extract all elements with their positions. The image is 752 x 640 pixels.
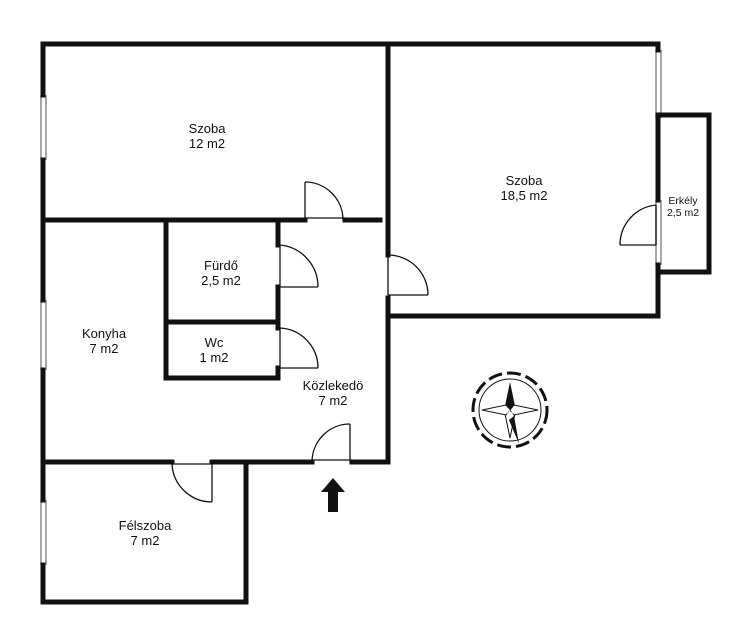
compass-rose-icon: N xyxy=(471,371,549,449)
doors xyxy=(171,181,657,503)
room-name-felszoba: Félszoba xyxy=(119,518,173,533)
door-szoba-1[interactable] xyxy=(304,181,345,221)
room-labels: Szoba 12 m2 Szoba 18,5 m2 Erkély 2,5 m2 … xyxy=(82,121,699,548)
room-name-kozlekedo: Közlekedö xyxy=(303,378,364,393)
room-area-wc: 1 m2 xyxy=(200,350,229,365)
door-entrance[interactable] xyxy=(311,423,352,463)
room-area-furdo: 2,5 m2 xyxy=(201,273,241,288)
door-szoba-2[interactable] xyxy=(387,254,429,296)
door-wc[interactable] xyxy=(279,327,319,369)
compass-north-label: N xyxy=(507,407,514,417)
windows xyxy=(40,50,662,565)
room-name-wc: Wc xyxy=(205,335,224,350)
room-name-konyha: Konyha xyxy=(82,326,127,341)
door-felszoba[interactable] xyxy=(171,463,213,503)
room-area-felszoba: 7 m2 xyxy=(131,533,160,548)
room-area-kozlekedo: 7 m2 xyxy=(319,393,348,408)
room-area-szoba-1: 12 m2 xyxy=(189,136,225,151)
entrance-arrow-icon xyxy=(321,478,345,512)
room-area-erkely: 2,5 m2 xyxy=(667,207,699,219)
room-name-erkely: Erkély xyxy=(668,195,698,207)
room-area-konyha: 7 m2 xyxy=(90,341,119,356)
room-name-furdo: Fürdő xyxy=(204,258,238,273)
room-area-szoba-2: 18,5 m2 xyxy=(501,188,548,203)
door-furdo[interactable] xyxy=(279,244,319,288)
room-name-szoba-1: Szoba xyxy=(189,121,227,136)
room-name-szoba-2: Szoba xyxy=(506,173,544,188)
door-erkely[interactable] xyxy=(619,204,657,246)
walls xyxy=(40,41,712,605)
